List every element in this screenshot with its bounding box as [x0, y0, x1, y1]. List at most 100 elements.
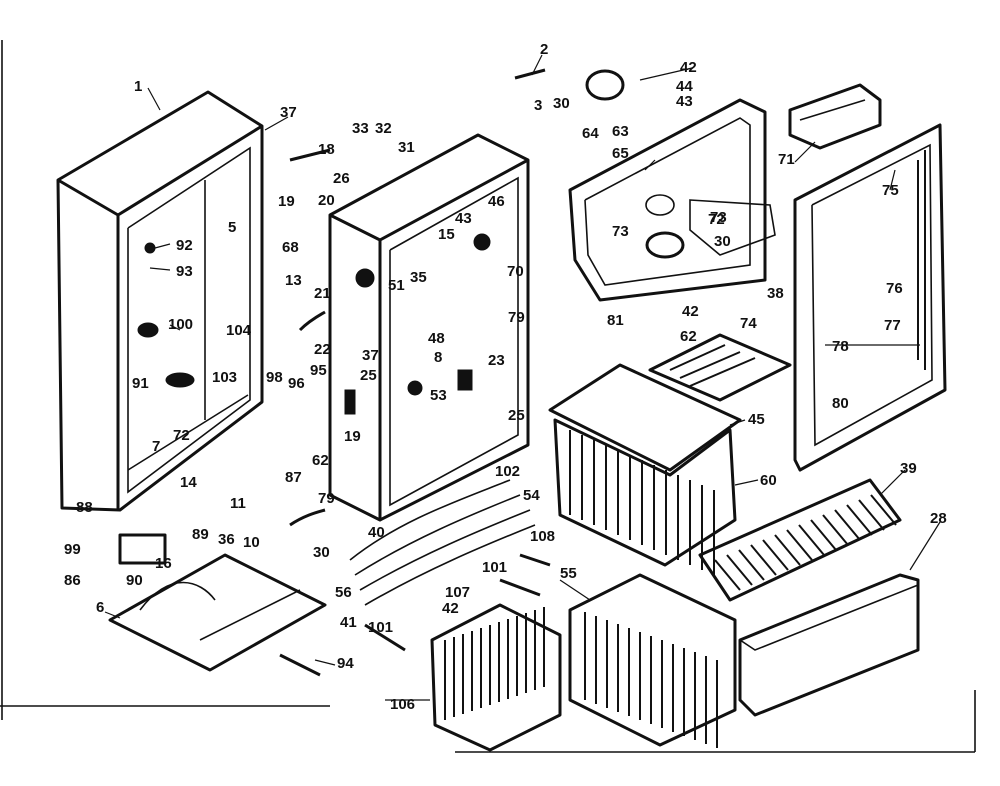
- callout-35: 35: [410, 269, 427, 286]
- callout-100: 100: [168, 316, 193, 333]
- wire-line: [786, 529, 813, 561]
- crisper-28: [738, 573, 920, 717]
- callout-41: 41: [340, 614, 357, 631]
- callout-40: 40: [368, 524, 385, 541]
- callout-102: 102: [495, 463, 520, 480]
- callout-93: 93: [176, 263, 193, 280]
- part-71-bracket: [788, 83, 882, 150]
- callout-30a: 30: [313, 544, 330, 561]
- callout-81: 81: [607, 312, 624, 329]
- callout-43b: 43: [676, 93, 693, 110]
- door-liner: [568, 98, 776, 302]
- callout-15: 15: [438, 226, 455, 243]
- callout-42a: 42: [442, 600, 459, 617]
- callout-92: 92: [176, 237, 193, 254]
- callout-96: 96: [288, 375, 305, 392]
- callout-6: 6: [96, 599, 104, 616]
- callout-80: 80: [832, 395, 849, 412]
- shelf-39: [698, 478, 902, 602]
- wire-line: [798, 524, 825, 556]
- small-components: [118, 68, 685, 677]
- callout-76: 76: [886, 280, 903, 297]
- drain-pan-6: [108, 553, 327, 672]
- callout-72b: 72: [708, 211, 725, 228]
- callout-90: 90: [126, 572, 143, 589]
- callout-74: 74: [740, 315, 757, 332]
- evaporator-coils: [349, 479, 536, 606]
- callout-73a: 73: [612, 223, 629, 240]
- callout-55: 55: [560, 565, 577, 582]
- wire-line: [822, 514, 849, 546]
- callout-16: 16: [155, 555, 172, 572]
- callout-87: 87: [285, 469, 302, 486]
- callout-37: 37: [280, 104, 297, 121]
- callout-18: 18: [318, 141, 335, 158]
- callout-46: 46: [488, 193, 505, 210]
- callout-39: 39: [900, 460, 917, 477]
- wire-line: [738, 549, 765, 581]
- callout-94: 94: [337, 655, 354, 672]
- callout-64: 64: [582, 125, 599, 142]
- callout-78: 78: [832, 338, 849, 355]
- wire-line: [870, 494, 897, 526]
- callout-51: 51: [388, 277, 405, 294]
- callout-72: 72: [173, 427, 190, 444]
- callout-7: 7: [152, 438, 160, 455]
- callout-30b: 30: [553, 95, 570, 112]
- scan-border-marks: [0, 40, 976, 753]
- wire-line: [810, 519, 837, 551]
- callout-38: 38: [767, 285, 784, 302]
- callout-104: 104: [226, 322, 252, 339]
- callout-13: 13: [285, 272, 302, 289]
- callout-95: 95: [310, 362, 327, 379]
- callout-53: 53: [430, 387, 447, 404]
- callout-98: 98: [266, 369, 283, 386]
- callout-91: 91: [132, 375, 149, 392]
- callout-103: 103: [212, 369, 237, 386]
- callout-60: 60: [760, 472, 777, 489]
- callout-19: 19: [278, 193, 295, 210]
- callout-42b: 42: [680, 59, 697, 76]
- wire-line: [774, 534, 801, 566]
- callout-30c: 30: [714, 233, 731, 250]
- callout-79: 79: [318, 490, 335, 507]
- wire-line: [858, 499, 885, 531]
- callout-labels: 1 37 18 26 19 20 33 32 31 5 92 93 13 68 …: [64, 41, 947, 713]
- callout-54: 54: [523, 487, 540, 504]
- callout-25b: 25: [508, 407, 525, 424]
- callout-33: 33: [352, 120, 369, 137]
- wire-line: [750, 544, 777, 576]
- leader-lines: [104, 54, 941, 701]
- callout-20: 20: [318, 192, 335, 209]
- callout-108: 108: [530, 528, 555, 545]
- callout-14: 14: [180, 474, 197, 491]
- callout-23: 23: [488, 352, 505, 369]
- wire-line: [834, 509, 861, 541]
- door-panel: [793, 123, 947, 472]
- callout-48: 48: [428, 330, 445, 347]
- callout-42c: 42: [682, 303, 699, 320]
- callout-62b: 62: [680, 328, 697, 345]
- callout-63: 63: [612, 123, 629, 140]
- callout-19b: 19: [344, 428, 361, 445]
- callout-107: 107: [445, 584, 470, 601]
- basket-106: [430, 603, 562, 752]
- wire-line: [726, 554, 753, 586]
- callout-28: 28: [930, 510, 947, 527]
- callout-62: 62: [312, 452, 329, 469]
- callout-45: 45: [748, 411, 765, 428]
- wire-line: [846, 504, 873, 536]
- callout-22: 22: [314, 341, 331, 358]
- callout-56: 56: [335, 584, 352, 601]
- callout-101a: 101: [482, 559, 507, 576]
- callout-44: 44: [676, 78, 693, 95]
- part-62-shelf: [648, 333, 792, 402]
- callout-77: 77: [884, 317, 901, 334]
- callout-36b: 36: [218, 531, 235, 548]
- callout-1: 1: [134, 78, 142, 95]
- wire-line: [762, 539, 789, 571]
- callout-25: 25: [360, 367, 377, 384]
- callout-99: 99: [64, 541, 81, 558]
- callout-70: 70: [507, 263, 524, 280]
